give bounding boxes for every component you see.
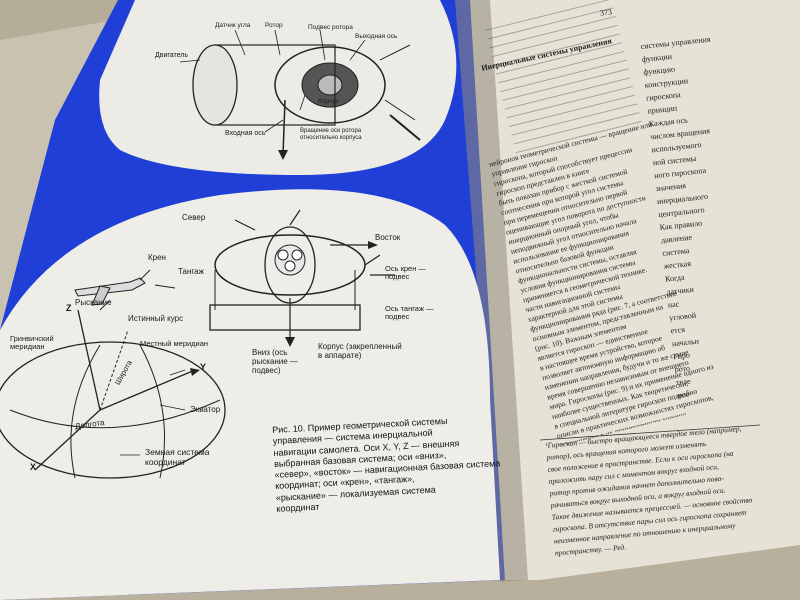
exit-axis-label: Выходная ось: [355, 33, 398, 40]
engine-label: Двигатель: [155, 52, 189, 59]
axis-x-label: X: [30, 462, 37, 472]
earth-ellipse: [0, 341, 226, 479]
housing-label: Корпус: [318, 98, 339, 105]
down-axis-label: Вниз (ось рыскание — подвес): [252, 348, 298, 376]
housing-fixed-label: Корпус (закрепленный в аппарате): [318, 342, 402, 361]
roll-axis-label: Ось крен — подвес: [385, 264, 426, 282]
input-axis-label: Входная ось: [225, 130, 266, 137]
axis-y-label: Y: [200, 362, 207, 372]
rotor-suspension-label: Подвес ротора: [308, 24, 353, 31]
east-label: Восток: [375, 233, 401, 242]
earth-system-label: Земная система координат: [145, 447, 210, 467]
axis-z-label: Z: [66, 303, 72, 313]
greenwich-label: Гринвичский меридиан: [10, 334, 54, 352]
true-course-label: Истинный курс: [128, 314, 184, 323]
north-label: Север: [182, 213, 206, 222]
pitch-axis-label: Ось тангаж — подвес: [385, 304, 434, 322]
airplane-icon: [74, 277, 146, 306]
right-page-paper: [470, 0, 800, 580]
roll-label: Крен: [148, 253, 166, 262]
local-meridian-label: Местный меридиан: [140, 339, 209, 348]
rotor-label: Ротор: [265, 22, 283, 29]
lower-figure-panel: [0, 189, 500, 600]
sensor-label: Датчик угла: [215, 22, 251, 29]
footnote: ¹Гироскоп — быстро вращающееся твердое т…: [545, 417, 800, 570]
rotation-label: Вращение оси ротора относительно корпуса: [300, 128, 362, 141]
upper-figure-panel: [99, 0, 457, 175]
yaw-label: Рыскание: [75, 298, 112, 307]
equator-label: Экватор: [190, 405, 221, 414]
pitch-label: Тангаж: [178, 267, 204, 276]
